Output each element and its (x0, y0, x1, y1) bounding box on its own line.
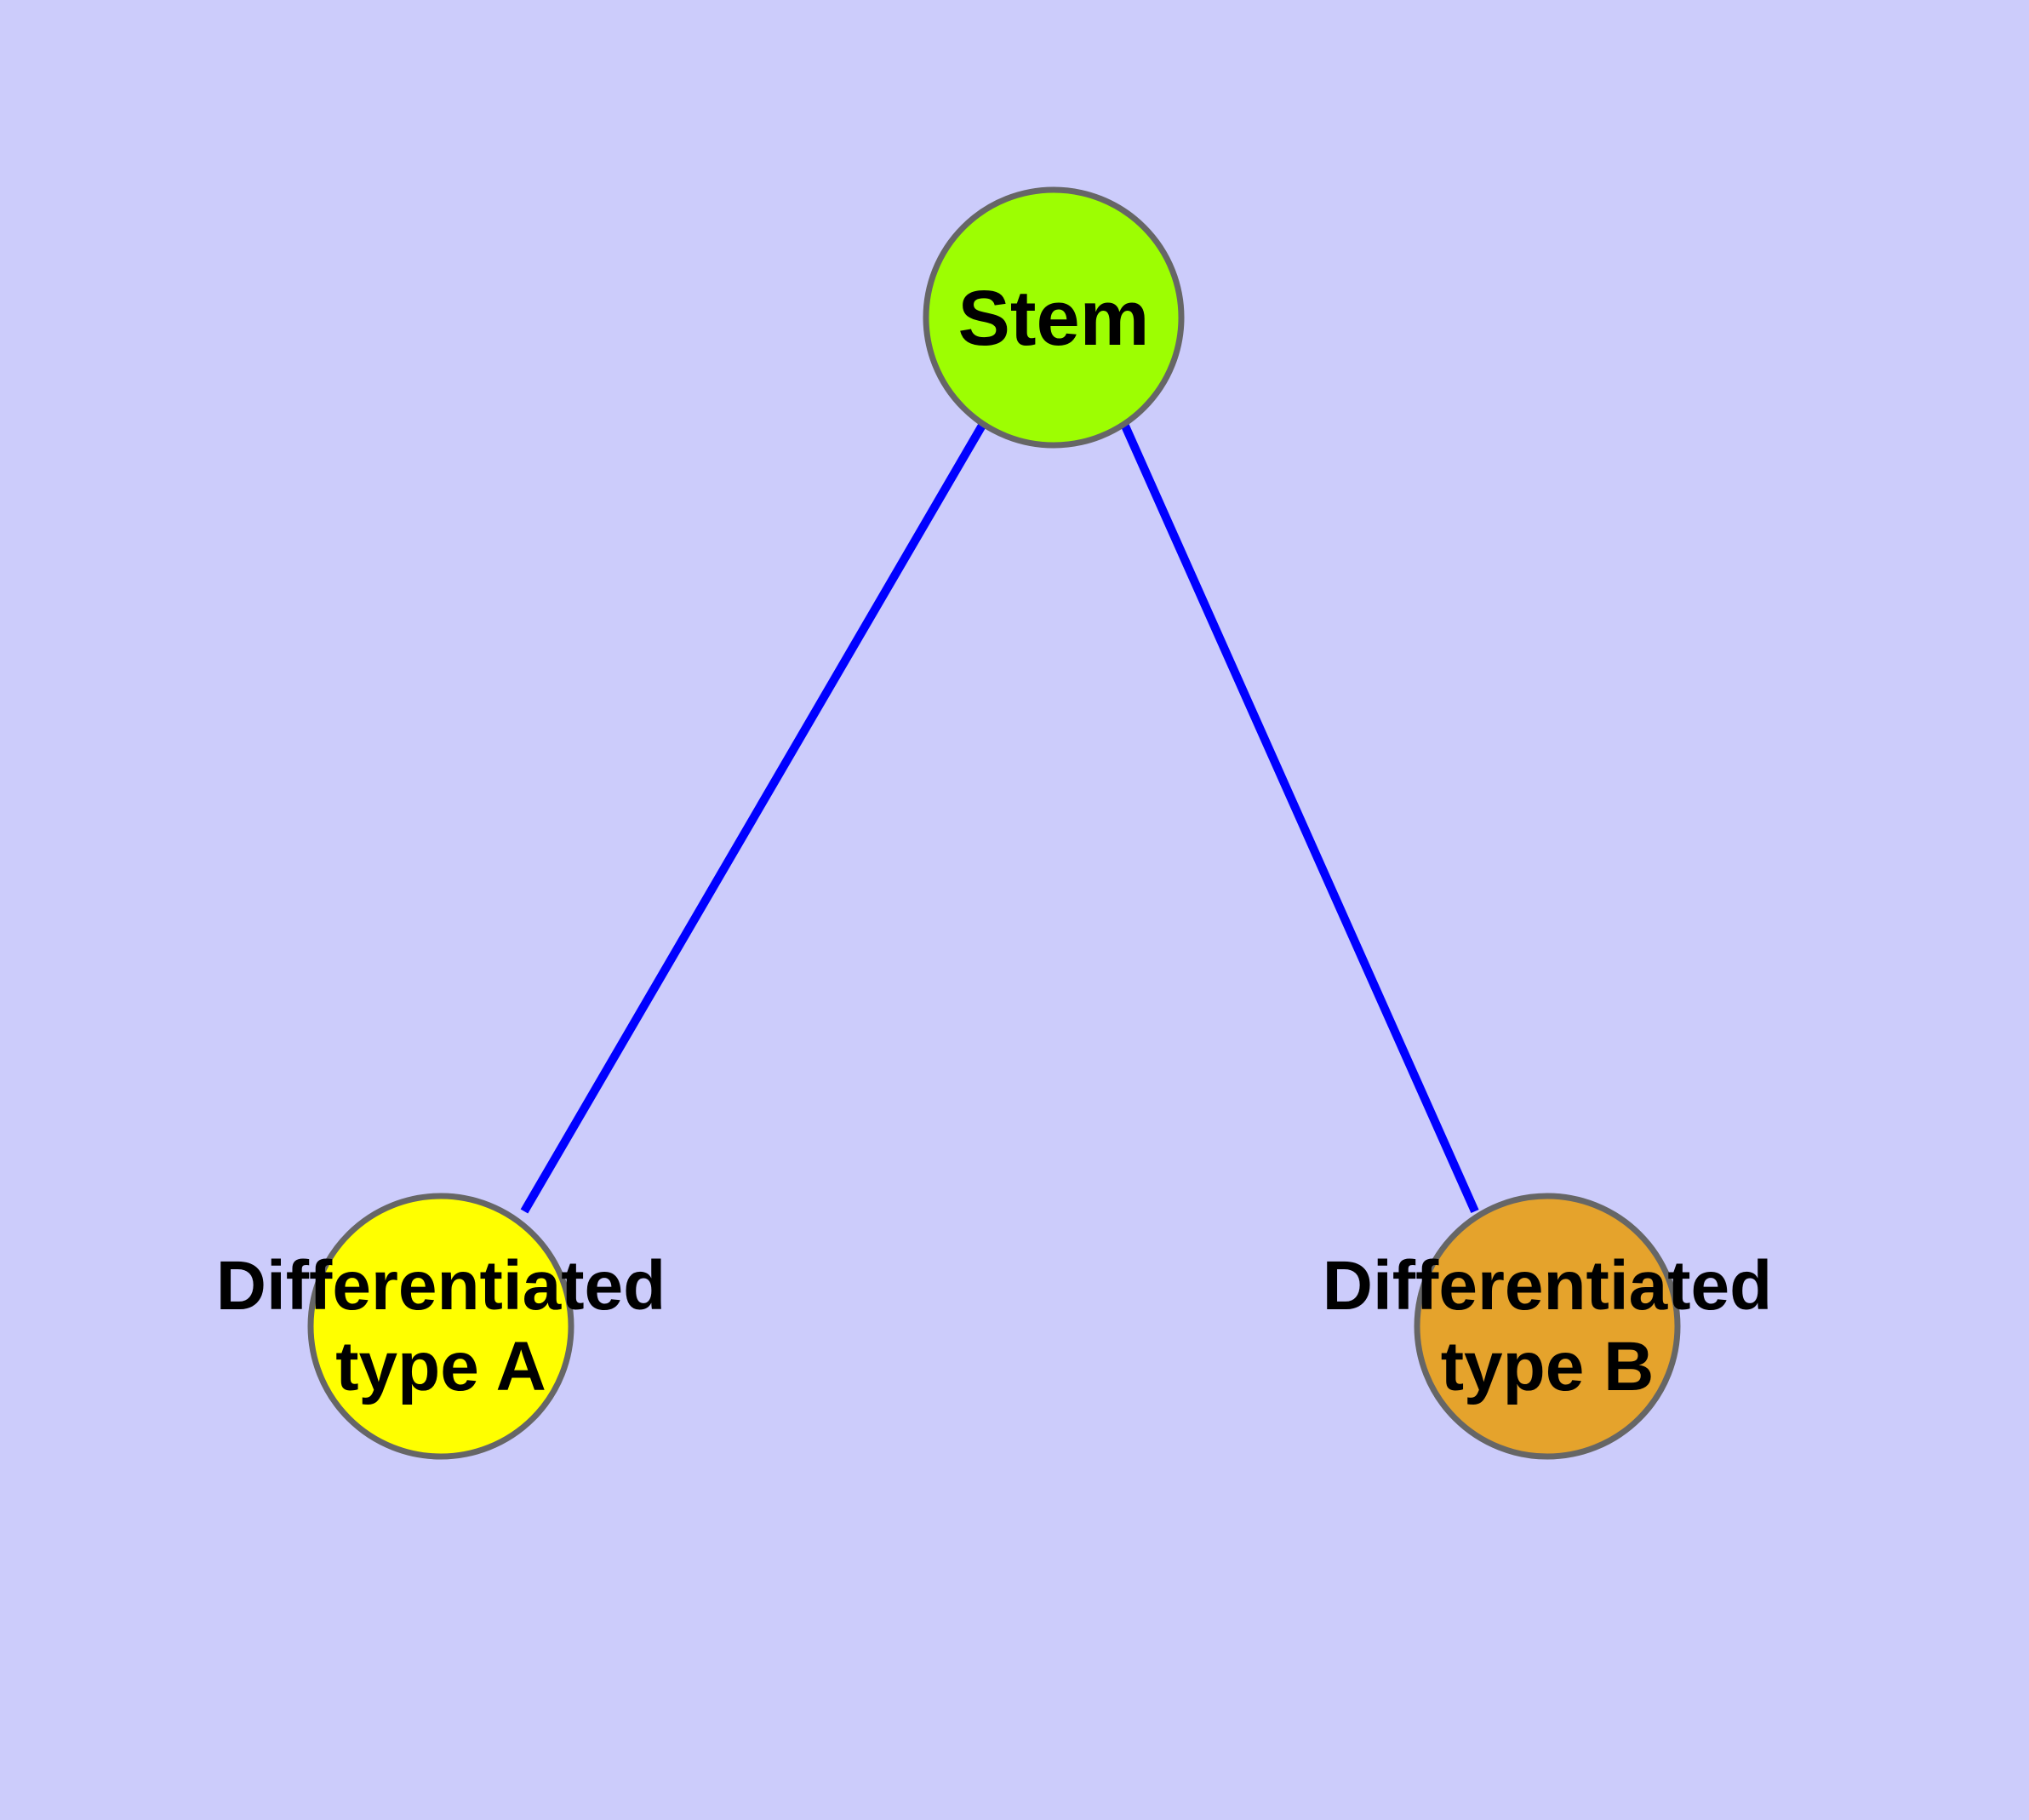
nodes-layer (307, 186, 1681, 1460)
edge-stem-diff-a[interactable] (520, 421, 987, 1214)
node-label-line: type B (1441, 1328, 1655, 1405)
node-diff_a[interactable] (307, 1193, 574, 1460)
node-label-stem: Stem (958, 275, 1150, 362)
node-label-line: type A (335, 1328, 546, 1405)
node-label-line: Differentiated (216, 1247, 666, 1325)
node-label-line: Differentiated (1323, 1247, 1773, 1325)
node-stem[interactable] (923, 186, 1185, 449)
edge-stem-diff-b[interactable] (1120, 421, 1479, 1214)
node-diff_b[interactable] (1414, 1193, 1681, 1460)
node-label-line: Stem (958, 275, 1150, 362)
edges-layer (520, 421, 1479, 1214)
